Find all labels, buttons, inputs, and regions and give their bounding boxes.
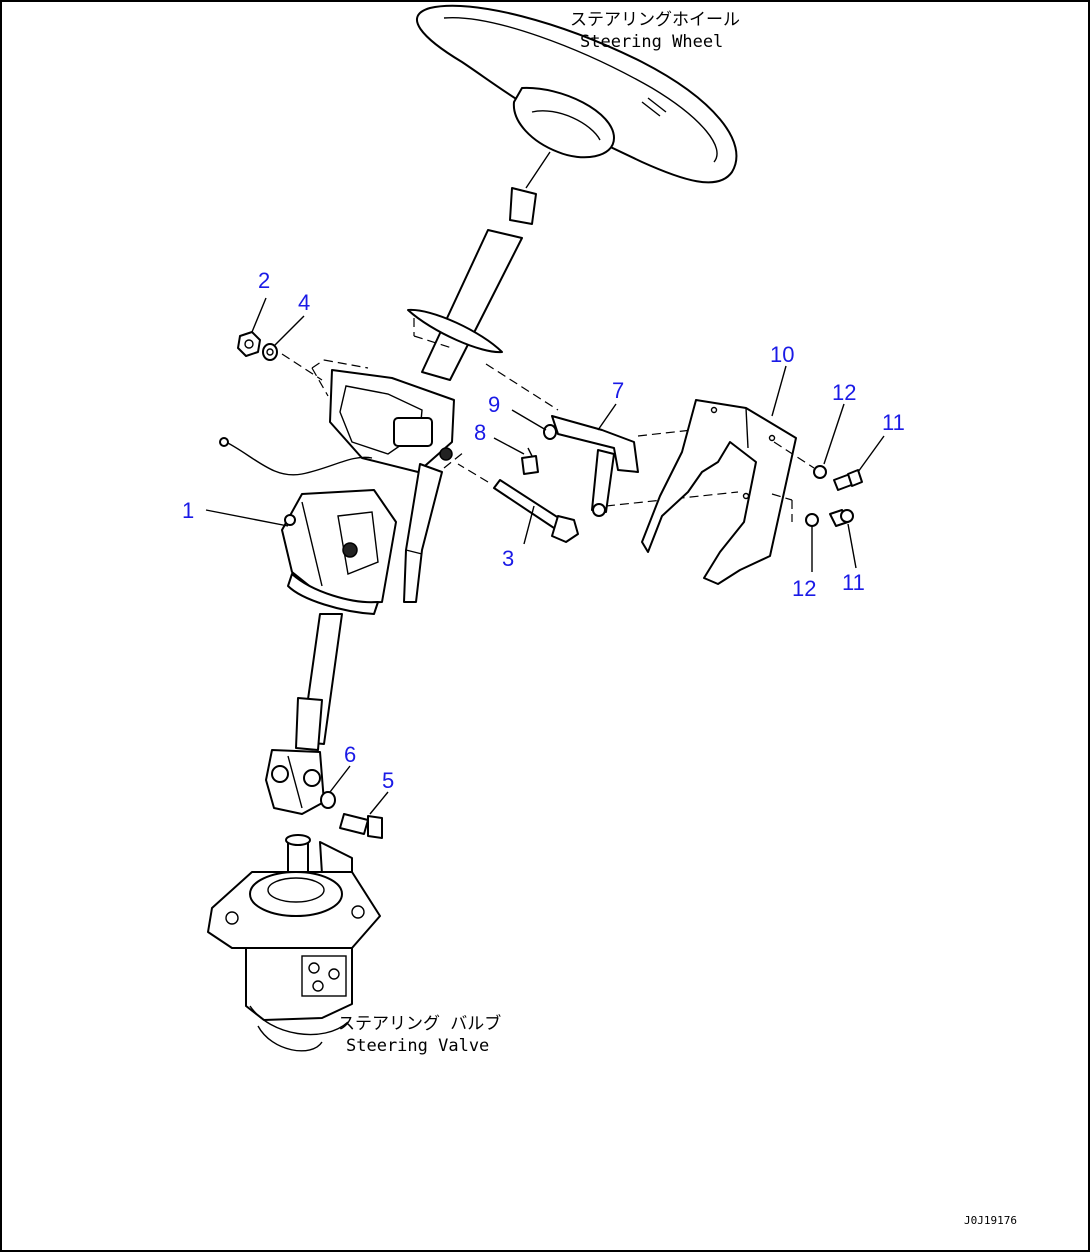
callout-3[interactable]: 3	[502, 546, 515, 571]
steering-valve-part	[207, 834, 381, 1052]
bolt-8-part	[521, 447, 539, 475]
callout-9[interactable]: 9	[488, 392, 501, 417]
bolt-5-part	[339, 813, 383, 839]
callout-6[interactable]: 6	[344, 742, 357, 767]
bolt-11-bottom-part	[829, 509, 854, 527]
steering-valve-label-en: Steering Valve	[346, 1036, 490, 1056]
cover-10-part	[641, 399, 815, 585]
callout-1[interactable]: 1	[182, 498, 195, 523]
washer-4-part	[262, 343, 278, 361]
steering-wheel-part	[416, 4, 738, 189]
callout-11-top[interactable]: 11	[882, 410, 905, 435]
steering-wheel-label-jp: ステアリングホイール	[570, 10, 740, 30]
leader-lines	[205, 297, 885, 815]
washer-6-part	[320, 791, 336, 809]
callout-12-bottom[interactable]: 12	[792, 576, 817, 601]
washer-12-top-part	[813, 465, 827, 479]
callout-5[interactable]: 5	[382, 768, 395, 793]
steering-valve-label-jp: ステアリング バルブ	[338, 1014, 502, 1034]
drawing-id: J0J19176	[964, 1214, 1017, 1227]
callout-8[interactable]: 8	[474, 420, 487, 445]
callout-4[interactable]: 4	[298, 290, 311, 315]
callout-10[interactable]: 10	[770, 342, 795, 367]
callout-11-bottom[interactable]: 11	[842, 570, 865, 595]
washer-9-part	[543, 424, 557, 440]
intermediate-shaft-part	[265, 613, 343, 815]
steering-wheel-label-en: Steering Wheel	[580, 32, 724, 52]
nut-2-part	[237, 331, 261, 357]
callout-2[interactable]: 2	[258, 268, 271, 293]
upper-column-part	[407, 187, 537, 381]
wire-harness-part	[219, 437, 373, 476]
column-bracket-part	[281, 353, 465, 603]
lower-column-housing-part	[281, 489, 397, 615]
callout-7[interactable]: 7	[612, 378, 625, 403]
bolt-11-top-part	[833, 469, 863, 491]
callout-12-top[interactable]: 12	[832, 380, 857, 405]
bolt-3-part	[457, 463, 579, 543]
washer-12-bottom-part	[805, 513, 819, 527]
